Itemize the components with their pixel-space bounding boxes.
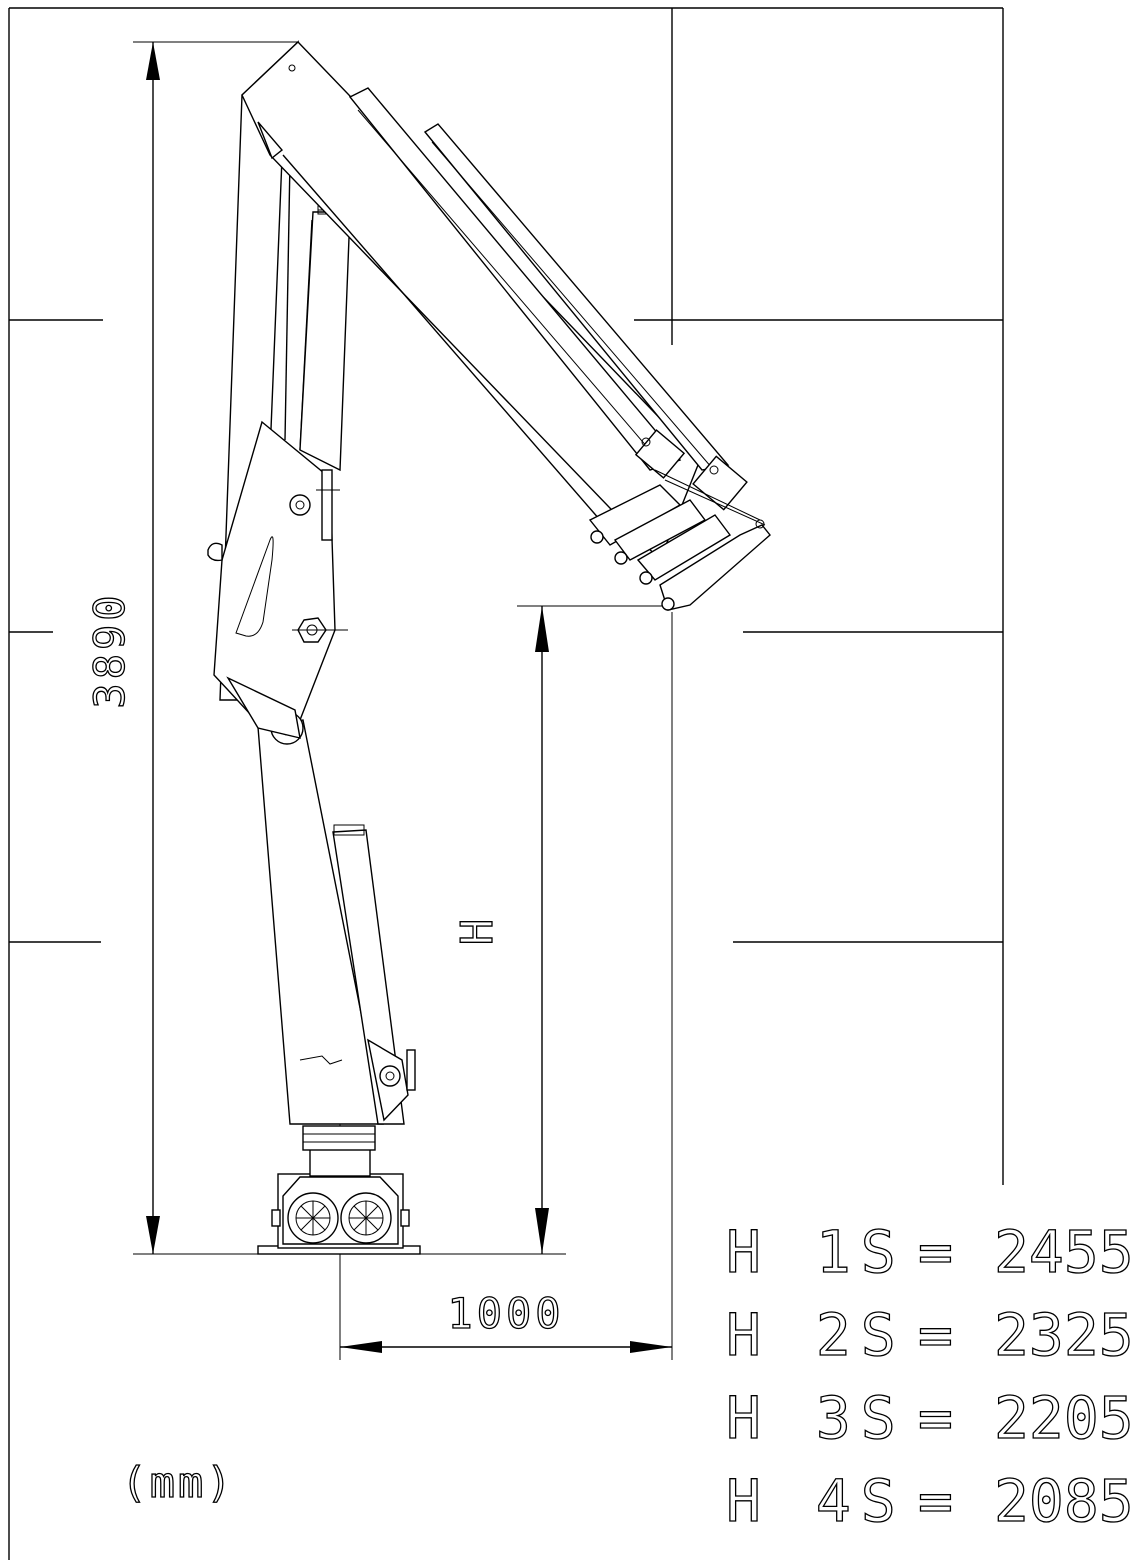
height-row-label: H 3S bbox=[726, 1384, 906, 1452]
height-row-label: H 1S bbox=[726, 1218, 906, 1286]
height-row-label: H 4S bbox=[726, 1467, 906, 1535]
height-dimension-label: 3890 bbox=[85, 591, 134, 708]
height-row-value: 2325 bbox=[994, 1301, 1134, 1369]
height-row-label: H 2S bbox=[726, 1301, 906, 1369]
dimension-3890-arrow bbox=[133, 41, 566, 1255]
crane-outline bbox=[207, 40, 771, 1255]
height-table: H 1S = 2455 H 2S = 2325 H 3S = 2205 H 4S… bbox=[725, 1217, 1134, 1535]
drawing-frame bbox=[8, 7, 1004, 1560]
width-dimension-label: 1000 bbox=[447, 1289, 564, 1338]
height-row-equals: = bbox=[918, 1301, 953, 1369]
height-row-equals: = bbox=[918, 1218, 953, 1286]
height-row-value: 2205 bbox=[994, 1384, 1134, 1452]
height-row-equals: = bbox=[918, 1467, 953, 1535]
h-dimension-label: H bbox=[452, 919, 503, 946]
height-row-equals: = bbox=[918, 1384, 953, 1452]
height-row-value: 2085 bbox=[994, 1467, 1134, 1535]
height-row-value: 2455 bbox=[994, 1218, 1134, 1286]
dimension-h-arrow bbox=[517, 605, 667, 1254]
unit-label: (mm) bbox=[121, 1458, 234, 1507]
